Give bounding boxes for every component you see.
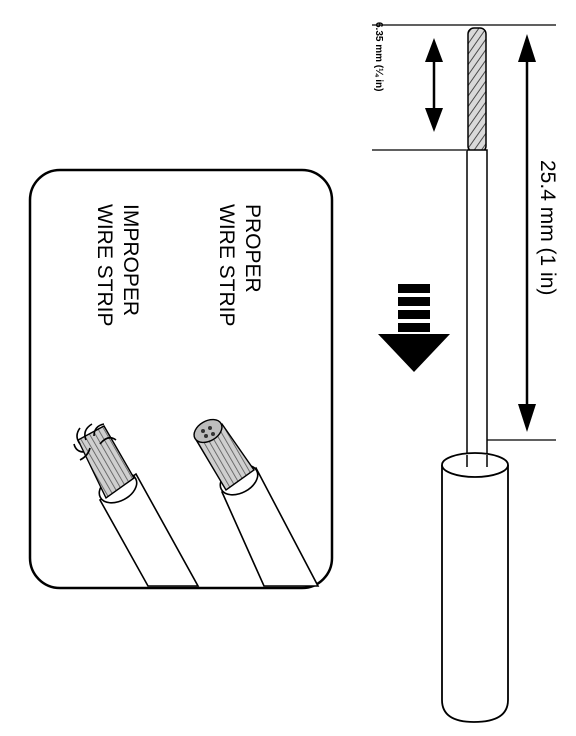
long-dimension-arrow	[518, 34, 536, 432]
short-dimension-label: 6.35 mm (¼ in)	[373, 22, 384, 91]
frayed-strands	[73, 423, 117, 461]
outer-jacket	[441, 452, 509, 723]
improper-wire	[73, 423, 200, 587]
improper-label-line1: IMPROPER	[119, 204, 142, 316]
improper-label-line2: WIRE STRIP	[93, 204, 116, 327]
short-dimension-arrow	[425, 38, 443, 132]
comparison-panel: PROPER WIRE STRIP IMPROPER WIRE STRIP	[28, 168, 334, 590]
inner-insulation	[466, 149, 488, 461]
proper-label-line1: PROPER	[241, 204, 264, 293]
measured-wire: 6.35 mm (¼ in) 25.4 mm (1 in)	[372, 22, 559, 723]
exposed-conductor	[467, 27, 487, 153]
down-arrow-icon	[378, 284, 450, 372]
long-dimension-label: 25.4 mm (1 in)	[536, 160, 559, 295]
proper-label-line2: WIRE STRIP	[215, 204, 238, 327]
proper-wire	[193, 418, 320, 587]
